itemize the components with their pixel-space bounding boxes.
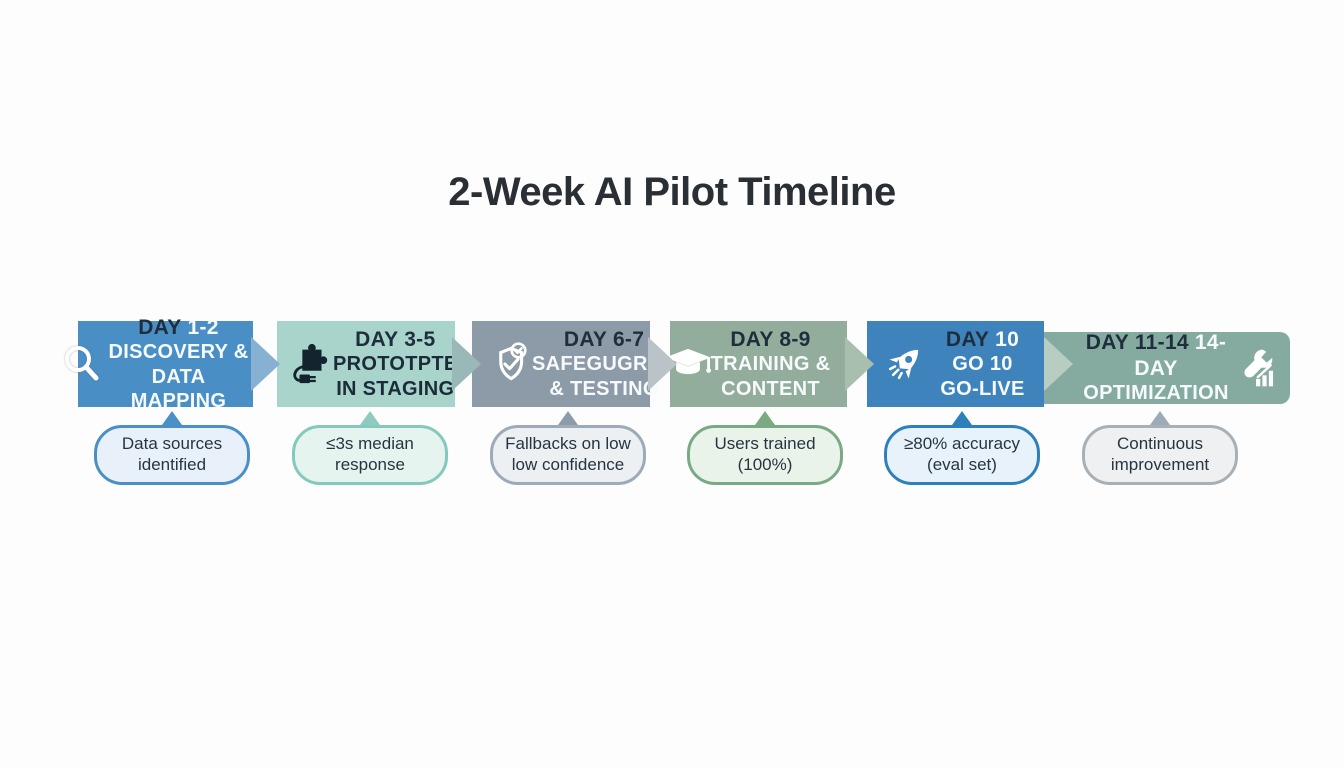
outcome-pill-optimization: Continuous improvement: [1082, 425, 1238, 485]
stage-title-line: OPTIMIZATION: [1083, 382, 1229, 405]
stage-box-safeguards: DAY 6-7 SAFEGUGRDS & TESTING: [472, 321, 676, 407]
stage-day-label: DAY 8-9: [730, 327, 811, 351]
outcome-text: Fallbacks on low: [505, 434, 631, 454]
outcome-text: ≥80% accuracy: [903, 434, 1021, 454]
stage-title-line: IN STAGING: [336, 377, 455, 400]
stage-day-label: DAY 3-5: [355, 327, 436, 351]
arrow-right-icon: [251, 337, 280, 391]
rocket-icon: [877, 339, 927, 389]
stage-title-line: CONTENT: [721, 377, 820, 400]
magnifier-icon: [58, 340, 106, 388]
shield-check-icon: [482, 339, 532, 389]
stage-title-line: TRAINING &: [710, 353, 831, 376]
pill-connector: [952, 411, 972, 425]
outcome-pill-golive: ≥80% accuracy (eval set): [884, 425, 1040, 485]
outcome-text: ≤3s median: [326, 434, 414, 454]
stage-title-line: PROTOTPTE: [333, 353, 458, 376]
stage-title-line: DATA MAPPING: [130, 365, 227, 412]
wrench-chart-icon: [1234, 346, 1278, 390]
outcome-text: identified: [137, 455, 207, 474]
outcome-text: Users trained: [714, 434, 816, 454]
outcome-text: Data sources: [121, 434, 223, 454]
outcome-text: response: [335, 455, 405, 474]
puzzle-plug-icon: [287, 341, 333, 387]
page-title: 2-Week AI Pilot Timeline: [448, 170, 896, 214]
outcome-pill-discovery: Data sources identified: [94, 425, 250, 485]
stage-title-line: GO 10: [952, 353, 1013, 376]
outcome-pill-safeguards: Fallbacks on low low confidence: [490, 425, 646, 485]
pill-connector: [755, 411, 775, 425]
stage-title-line: SAFEGUGRDS: [532, 353, 677, 376]
outcome-pill-prototype: ≤3s median response: [292, 425, 448, 485]
outcome-text: (100%): [737, 455, 793, 474]
graduation-cap-icon: [662, 338, 714, 390]
outcome-text: Continuous: [1116, 434, 1203, 454]
outcome-pill-training: Users trained (100%): [687, 425, 843, 485]
stage-title-line: & TESTING: [549, 377, 659, 400]
outcome-text: (eval set): [927, 455, 997, 474]
stage-title-line: DISCOVERY &: [108, 341, 249, 364]
pill-connector: [1150, 411, 1170, 425]
stage-box-prototype: DAY 3-5 PROTOTPTE IN STAGING: [277, 321, 458, 407]
pill-connector: [360, 411, 380, 425]
stage-title-line: GO-LIVE: [940, 377, 1025, 400]
outcome-text: low confidence: [511, 455, 625, 474]
outcome-text: improvement: [1110, 455, 1210, 474]
pill-connector: [558, 411, 578, 425]
stage-day-label: DAY 6-7: [563, 327, 645, 351]
stage-box-training: DAY 8-9 TRAINING & CONTENT: [665, 321, 847, 407]
